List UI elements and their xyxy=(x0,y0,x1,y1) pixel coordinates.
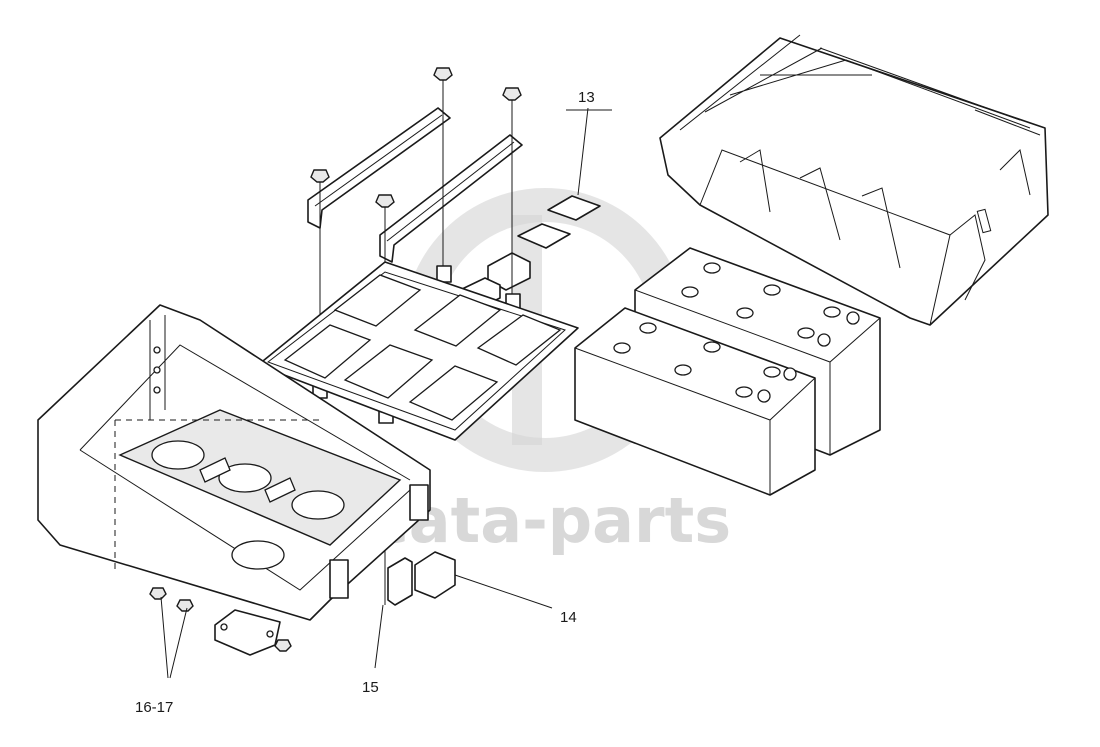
watermark-text: cata-parts xyxy=(372,484,731,557)
leader-lines xyxy=(160,107,612,679)
callout-16-17: 16-17 xyxy=(135,699,173,716)
gasket-plate xyxy=(214,609,281,656)
nuts-16-17 xyxy=(149,587,292,652)
battery-front xyxy=(574,307,816,496)
hold-down-bars xyxy=(307,107,523,263)
callout-14: 14 xyxy=(560,609,577,626)
battery-tray xyxy=(257,261,579,441)
callout-15: 15 xyxy=(362,679,379,696)
callout-13: 13 xyxy=(578,89,595,106)
terminal-bracket xyxy=(384,550,456,606)
battery-box-frame xyxy=(37,304,431,621)
battery-cover xyxy=(659,34,1049,326)
